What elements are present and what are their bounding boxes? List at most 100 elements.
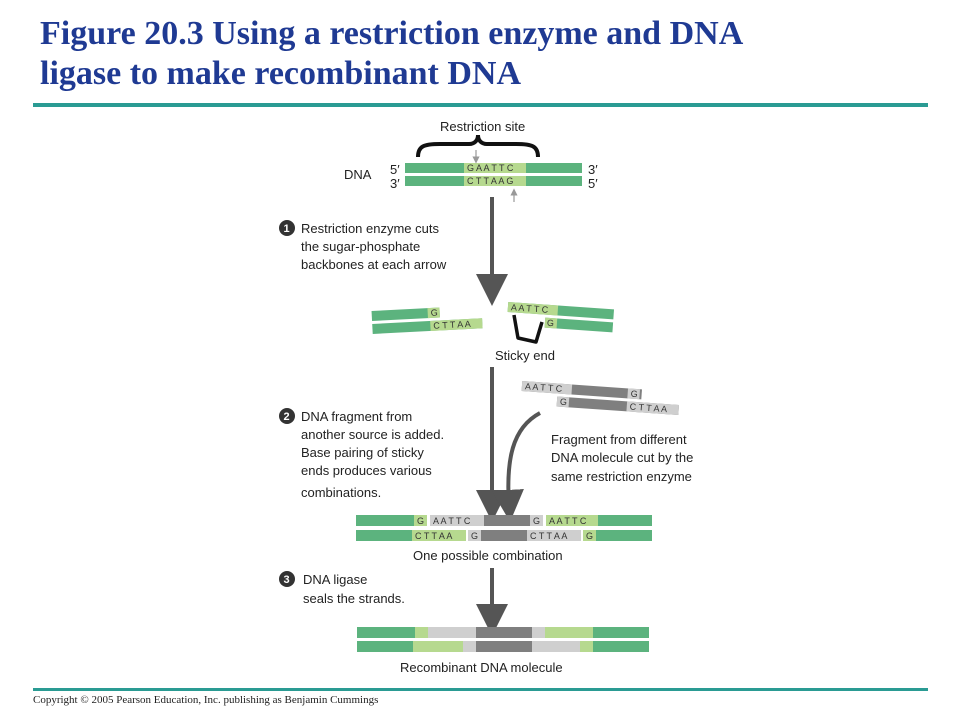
recomb-bottom-seg1 (357, 641, 413, 652)
foreign-fragment: A A T T C G G C T T A A (521, 381, 679, 415)
recomb-bottom-seg7 (593, 641, 649, 652)
step2-line3: Base pairing of sticky (301, 445, 424, 460)
step3-line2: seals the strands. (303, 591, 405, 606)
left-cut-fragment: G C T T A A (371, 307, 483, 334)
step2-line2: another source is added. (301, 427, 444, 442)
combo-bottom-green-right (596, 530, 652, 541)
combo-top-g1: G (417, 516, 424, 526)
step3-line1: DNA ligase (303, 572, 367, 587)
combo-bottom-seq2: C T T A A (530, 531, 567, 541)
recomb-bottom-seg4 (476, 641, 532, 652)
combo-top-g2-box (530, 515, 543, 526)
step2-badge (279, 408, 295, 424)
site-bottom-highlight (464, 176, 526, 186)
step1-number: 1 (284, 223, 290, 235)
dna-label: DNA (344, 167, 372, 182)
footer-divider (33, 688, 928, 691)
combo-bottom-seq1-box (412, 530, 466, 541)
recomb-top-seg5 (532, 627, 545, 638)
recomb-top-seg1 (357, 627, 415, 638)
step2-line5: combinations. (301, 485, 381, 500)
combo-bottom-seq1: C T T A A (415, 531, 452, 541)
recomb-top-seg4 (476, 627, 532, 638)
left-fragment-top-g (427, 307, 440, 319)
combo-top-seq1-box (430, 515, 484, 526)
recomb-bottom-seg3 (463, 641, 476, 652)
right-fragment-sticky (507, 302, 559, 316)
recomb-top-seg2 (415, 627, 428, 638)
left-fragment-sticky (430, 318, 483, 331)
step1-line2: the sugar-phosphate (301, 239, 420, 254)
step2-line4: ends produces various (301, 463, 432, 478)
foreign-top-g-box (627, 388, 640, 400)
slide-title-line1: Figure 20.3 Using a restriction enzyme a… (40, 15, 744, 52)
restriction-site-brace (416, 134, 540, 158)
recomb-top-seg3 (428, 627, 476, 638)
recomb-bottom-seg6 (580, 641, 593, 652)
combo-bottom-g1-box (468, 530, 481, 541)
fragment-note-line3: same restriction enzyme (551, 469, 692, 484)
three-prime-bottom-left: 3′ (390, 176, 400, 191)
combo-bottom-seq2-box (527, 530, 581, 541)
combo-top-green-right (598, 515, 652, 526)
title-divider (33, 103, 928, 107)
foreign-top-seq: A A T T C (525, 381, 563, 394)
foreign-top-g: G (630, 389, 638, 399)
recomb-top-seg7 (593, 627, 649, 638)
left-fragment-top-seq: G (430, 308, 438, 318)
combination-label: One possible combination (413, 548, 563, 563)
combo-bottom-gray-mid (481, 530, 527, 541)
recombinant-molecule (357, 627, 649, 652)
left-fragment-bottom-seq: C T T A A (433, 319, 471, 331)
sticky-end-bracket (512, 314, 544, 344)
foreign-top-sticky (521, 381, 573, 395)
foreign-bottom-sticky (626, 401, 679, 415)
recombinant-label: Recombinant DNA molecule (400, 660, 563, 675)
recomb-bottom-seg2 (413, 641, 463, 652)
step1-line3: backbones at each arrow (301, 257, 447, 272)
foreign-bottom-g-box (556, 396, 570, 408)
slide-title-line2: ligase to make recombinant DNA (40, 55, 521, 92)
slide-title: Figure 20.3 Using a restriction enzyme a… (40, 14, 920, 94)
step3-badge (279, 571, 295, 587)
right-fragment-bottom (544, 317, 614, 333)
combo-top-seq1: A A T T C (433, 516, 471, 526)
right-cut-fragment: A A T T C G (507, 302, 615, 333)
recomb-bottom-seg5 (532, 641, 580, 652)
combo-top-g2: G (533, 516, 540, 526)
combo-top-green-left (356, 515, 414, 526)
combo-top-gray-mid (484, 515, 530, 526)
site-top-sequence: G A A T T C (467, 163, 514, 173)
five-prime-top-left: 5′ (390, 162, 400, 177)
right-fragment-bottom-g (544, 317, 558, 329)
fragment-note-line2: DNA molecule cut by the (551, 450, 693, 465)
five-prime-bottom-right: 5′ (588, 176, 598, 191)
combo-bottom-green-left (356, 530, 412, 541)
step1-line1: Restriction enzyme cuts (301, 221, 439, 236)
site-bottom-sequence: C T T A A G (467, 176, 513, 186)
recomb-top-seg6 (545, 627, 593, 638)
sticky-end-label: Sticky end (495, 348, 555, 363)
fragment-curved-arrow (491, 411, 541, 522)
foreign-bottom-seq: C T T A A (629, 402, 667, 415)
step2-line1: DNA fragment from (301, 409, 412, 424)
combo-top-seq2: A A T T C (549, 516, 587, 526)
right-fragment-top-seq: A A T T C (511, 302, 549, 315)
combo-top-g1-box (414, 515, 427, 526)
combination-molecule: G A A T T C G A A T T C C T T A A G C T … (356, 515, 652, 541)
combo-bottom-g1: G (471, 531, 478, 541)
step3-number: 3 (284, 574, 290, 586)
copyright-footer: Copyright © 2005 Pearson Education, Inc.… (33, 694, 379, 706)
foreign-bottom-g: G (560, 397, 568, 407)
site-top-highlight (464, 163, 526, 173)
left-fragment-top (371, 307, 440, 321)
fragment-note-line1: Fragment from different (551, 432, 687, 447)
combo-bottom-g2: G (586, 531, 593, 541)
restriction-site-label: Restriction site (440, 119, 525, 134)
step2-number: 2 (284, 411, 290, 423)
combo-bottom-g2-box (583, 530, 596, 541)
combo-top-seq2-box (546, 515, 598, 526)
three-prime-top-right: 3′ (588, 162, 598, 177)
right-fragment-bottom-seq: G (547, 318, 555, 328)
